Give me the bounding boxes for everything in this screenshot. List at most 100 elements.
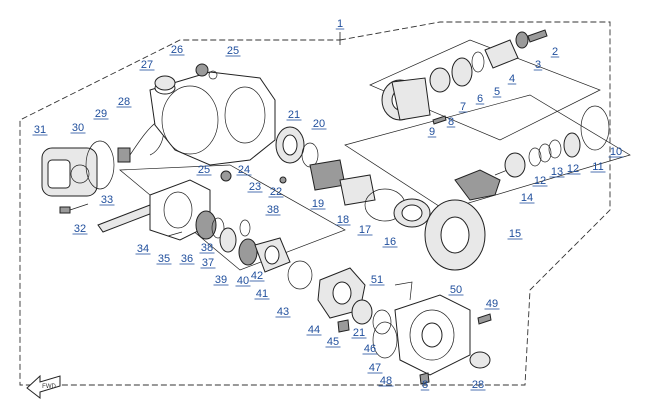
callout-label-31: 31: [34, 124, 46, 136]
bolt-8-top: [432, 115, 447, 125]
callout-label-42: 42: [251, 270, 263, 282]
sleeve-18: [339, 174, 376, 206]
coupler-19: [309, 159, 346, 191]
callout-label-30: 30: [72, 122, 84, 134]
bearing-14-race: [504, 152, 526, 178]
callout-label-23: 23: [249, 181, 261, 193]
pin-49: [477, 313, 492, 325]
callout-label-8: 8: [422, 379, 428, 391]
callout-label-38: 38: [201, 242, 213, 254]
callout-label-51: 51: [371, 274, 383, 286]
callout-label-19: 19: [312, 198, 324, 210]
callout-label-22: 22: [270, 186, 282, 198]
callout-label-3: 3: [535, 59, 541, 71]
callout-label-27: 27: [141, 59, 153, 71]
actuator-cover: [41, 147, 98, 197]
callout-label-17: 17: [359, 224, 371, 236]
callout-label-11: 11: [592, 161, 603, 173]
callout-labels: 1234567891011121213141516171819202121222…: [32, 18, 624, 391]
ring-gear-15: [424, 199, 486, 271]
callout-label-7: 7: [460, 101, 466, 113]
callout-label-34: 34: [137, 243, 149, 255]
callout-label-50: 50: [450, 284, 462, 296]
callout-label-21: 21: [288, 109, 300, 121]
shim-12-a: [528, 147, 542, 167]
gear-40: [238, 238, 258, 266]
callout-label-44: 44: [308, 324, 320, 336]
pin-36: [167, 231, 183, 237]
callout-label-38: 38: [267, 204, 279, 216]
gear-37: [195, 210, 217, 240]
callout-label-18: 18: [337, 214, 349, 226]
plug-27: [195, 63, 209, 77]
callout-label-28: 28: [118, 96, 130, 108]
snap-ring-20: [301, 142, 319, 168]
shim-13: [538, 143, 552, 163]
shaft-34: [97, 204, 156, 233]
callout-label-13: 13: [551, 166, 563, 178]
pin-22: [279, 176, 287, 184]
callout-label-26: 26: [171, 44, 183, 56]
spider-gear-39: [219, 227, 237, 253]
bolt-33: [59, 203, 89, 214]
callout-label-37: 37: [202, 257, 214, 269]
spacer-38-b: [239, 219, 251, 237]
callout-label-6: 6: [477, 93, 483, 105]
bolt-45: [337, 319, 350, 333]
callout-label-10: 10: [610, 146, 622, 158]
shaft-4: [484, 39, 519, 69]
subassembly-box-gear: [344, 94, 631, 211]
callout-label-25: 25: [227, 45, 239, 57]
o-ring-10: [580, 105, 610, 151]
bracket-51: [394, 281, 413, 301]
bearing-21-lower: [351, 299, 373, 325]
callout-label-33: 33: [101, 194, 113, 206]
seal-46: [372, 309, 392, 335]
callout-label-28: 28: [472, 379, 484, 391]
callout-label-5: 5: [494, 86, 500, 98]
pinion-14: [454, 164, 521, 201]
o-ring-47: [372, 321, 398, 359]
callout-label-35: 35: [158, 253, 170, 265]
direction-label: FWD: [42, 384, 56, 390]
callout-label-12: 12: [534, 175, 546, 187]
plate-41: [254, 237, 291, 273]
callout-label-1: 1: [337, 18, 343, 30]
input-housing-9: [381, 77, 431, 121]
bolt-8-lower: [419, 372, 430, 385]
callout-label-41: 41: [256, 288, 268, 300]
bearing-11: [563, 132, 581, 158]
callout-label-25: 25: [198, 164, 210, 176]
plug-25-lower: [220, 170, 232, 182]
bearing-16: [393, 198, 431, 228]
bearing-7: [429, 67, 451, 93]
callout-label-4: 4: [509, 73, 515, 85]
callout-label-16: 16: [384, 236, 396, 248]
callout-label-36: 36: [181, 253, 193, 265]
callout-label-46: 46: [364, 343, 376, 355]
callout-label-21: 21: [353, 327, 365, 339]
subassembly-box-bearing: [369, 39, 601, 141]
nut-3: [515, 31, 529, 49]
callout-label-47: 47: [369, 362, 381, 374]
fwd-arrow-icon: [26, 374, 61, 400]
callout-label-43: 43: [277, 306, 289, 318]
bolt-2: [527, 29, 548, 43]
callout-label-49: 49: [486, 298, 498, 310]
callout-label-12: 12: [567, 163, 579, 175]
callout-label-48: 48: [380, 375, 392, 387]
sensor-30: [117, 147, 131, 163]
callout-label-29: 29: [95, 108, 107, 120]
callout-label-24: 24: [238, 164, 250, 176]
o-ring-31: [85, 140, 115, 190]
seal-5: [471, 51, 485, 73]
callout-label-32: 32: [74, 223, 86, 235]
cover-housing-48: [394, 294, 471, 376]
callout-label-9: 9: [429, 126, 435, 138]
bearing-6: [451, 57, 473, 87]
washer-25-top: [208, 70, 218, 80]
spacer-38-a: [211, 217, 225, 239]
callout-label-8: 8: [448, 116, 454, 128]
seal-28-lower: [469, 351, 491, 369]
